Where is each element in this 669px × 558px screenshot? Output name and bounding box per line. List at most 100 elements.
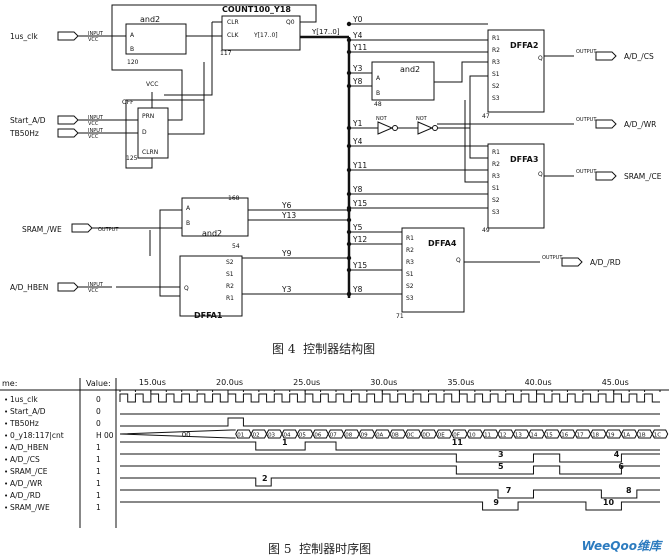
- dffa2-num: 47: [482, 113, 490, 120]
- signal-label-10: Y6: [281, 201, 292, 210]
- row-bullet-3: •: [4, 432, 8, 440]
- row-value-7: 1: [96, 479, 101, 488]
- wire: [125, 99, 204, 169]
- wire: [469, 128, 488, 159]
- bus-junction-dot: [346, 267, 352, 273]
- row-bullet-6: •: [4, 468, 8, 476]
- bus-value-25: 19: [608, 433, 615, 439]
- row-name-0: 1us_clk: [10, 395, 38, 404]
- dff-block: [137, 107, 169, 159]
- row-name-3: 0_y18:117|cnt: [10, 431, 64, 440]
- input-start-ad-pin-icon: [57, 115, 79, 125]
- signal-label-5: Y1: [352, 119, 363, 128]
- row-bullet-0: •: [4, 396, 8, 404]
- output-ad-wr-pin-icon: [595, 119, 617, 129]
- output-sram-we-tag: OUTPUT: [98, 227, 119, 233]
- bus-value-17: 11: [484, 433, 491, 439]
- bus-value-7: 07: [330, 433, 337, 439]
- dffa3-block: [487, 143, 545, 229]
- bus-junction-dot: [346, 37, 352, 43]
- input-ad-hben-pin-icon: [57, 282, 79, 292]
- dffa1-pin-r2: R2: [226, 283, 234, 290]
- signal-label-14: Y9: [281, 249, 292, 258]
- bus-label: Y[17..0]: [311, 28, 340, 36]
- bus-junction-dot: [346, 49, 352, 55]
- row-value-6: 1: [96, 467, 101, 476]
- and2-low-title: and2: [202, 229, 222, 238]
- dffa2-block: [487, 29, 545, 113]
- counter-pin-clr: CLR: [227, 19, 239, 26]
- and2-low-pin-a: A: [186, 205, 191, 212]
- dffa3-pin-s2: S2: [492, 197, 500, 204]
- and2-mid-pin-b: B: [376, 90, 380, 97]
- input-start-ad-tag: INPUT: [88, 115, 104, 121]
- output-ad-rd-pin-icon: [561, 257, 583, 267]
- bus-junction-dot: [346, 70, 352, 76]
- and2-mid-gate: [371, 61, 435, 101]
- wave-1us-clk: [119, 393, 660, 403]
- bus-value-15: 0F: [453, 433, 460, 439]
- dff-num: 125: [126, 155, 138, 162]
- row-bullet-9: •: [4, 504, 8, 512]
- row-name-5: A/D_/CS: [10, 455, 40, 464]
- output-sram-ce-pin-icon: [595, 171, 617, 181]
- row-value-4: 1: [96, 443, 101, 452]
- input-tb50hz-tag2: VCC: [88, 134, 99, 140]
- not-gate-1: [377, 121, 394, 135]
- bus-junction-dot: [346, 241, 352, 247]
- dffa3-pin-r2: R2: [492, 161, 500, 168]
- input-tb50hz-label: TB50Hz: [9, 129, 39, 138]
- row-name-1: Start_A/D: [10, 407, 46, 416]
- input-tb50hz-pin-icon: [57, 128, 79, 138]
- bus-junction-dot: [346, 83, 352, 89]
- input-start-ad-label: Start_A/D: [10, 116, 46, 125]
- bus-value-24: 18: [592, 433, 599, 439]
- signal-label-15: Y15: [352, 261, 367, 270]
- wave-tb50hz: [120, 417, 660, 427]
- row-value-9: 1: [96, 503, 101, 512]
- input-ad-hben-tag: INPUT: [88, 282, 104, 288]
- counter-num: 117: [220, 50, 232, 57]
- bus-value-14: 0E: [438, 433, 445, 439]
- not-gate-2: [417, 121, 434, 135]
- bus-junction-dot: [346, 229, 352, 235]
- time-label-1: 20.0us: [216, 378, 243, 387]
- dffa3-num: 49: [482, 227, 490, 234]
- dff-pin-clrn: CLRN: [142, 149, 158, 156]
- fig4-caption: 图 4 控制器结构图: [272, 342, 376, 356]
- bus-value-4: 04: [284, 433, 291, 439]
- row-name-4: A/D_HBEN: [10, 443, 48, 452]
- dffa2-pin-s3: S3: [492, 95, 500, 102]
- and2-top-num: 120: [127, 59, 139, 66]
- input-1us-clk-pin-icon: [57, 31, 79, 41]
- and2-top-gate: [125, 23, 187, 55]
- dffa4-num: 71: [396, 313, 404, 320]
- signal-label-2: Y11: [352, 43, 367, 52]
- dffa2-pin-r1: R1: [492, 35, 500, 42]
- and2-top-title: and2: [140, 15, 160, 24]
- not-gate-2-bubble: [432, 125, 438, 131]
- counter-pin-clk: CLK: [227, 32, 240, 39]
- bus-value-5: 05: [299, 433, 306, 439]
- input-tb50hz-tag: INPUT: [88, 128, 104, 134]
- dffa1-pin-s2: S2: [226, 259, 234, 266]
- and2-top-pin-a: A: [130, 32, 135, 39]
- timing-value-header: Value:: [86, 379, 111, 388]
- counter-pin-q0: Q0: [286, 19, 295, 26]
- wire: [168, 62, 205, 135]
- counter-title: COUNT100_Y18: [222, 5, 291, 14]
- bus-value-28: 1C: [654, 433, 661, 439]
- dff-pin-d: D: [142, 129, 147, 136]
- row-bullet-8: •: [4, 492, 8, 500]
- bus-value-0: 00: [182, 431, 191, 439]
- and2-top-pin-b: B: [130, 46, 134, 53]
- dffa4-pin-r2: R2: [406, 247, 414, 254]
- bus-value-19: 13: [515, 433, 522, 439]
- output-ad-wr-tag: OUTPUT: [576, 117, 597, 123]
- dff-vcc: VCC: [146, 81, 158, 88]
- watermark-logo: WeeQoo维库: [581, 539, 661, 553]
- wire: [111, 36, 183, 100]
- dff-off: OFF: [122, 99, 134, 106]
- not-gate-1-title: NOT: [376, 116, 388, 122]
